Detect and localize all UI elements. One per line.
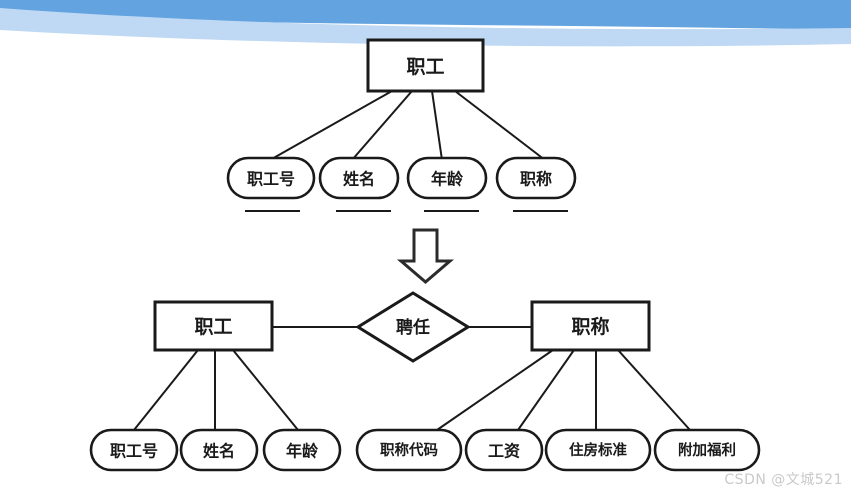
attribute-salary-label: 工资 — [488, 442, 520, 461]
connector-left-entity-to-attr-3 — [232, 349, 299, 431]
top-diagram-group: 职工 职工号 姓名 年龄 职称 — [226, 38, 577, 212]
entity-job-title[interactable]: 职称 — [530, 300, 651, 352]
entity-employee-bottom[interactable]: 职工 — [153, 300, 274, 352]
bottom-left-connector-lines — [133, 349, 299, 431]
entity-employee-top-label: 职工 — [406, 56, 444, 78]
connector-top-to-attr-1 — [269, 90, 393, 161]
attribute-ellipse-shape — [226, 156, 316, 200]
attribute-name-top[interactable]: 姓名 — [318, 156, 400, 212]
transform-arrow-down-icon — [396, 228, 455, 284]
attribute-employee-id-top-label: 职工号 — [247, 170, 295, 189]
connector-right-entity-to-attr-1 — [436, 349, 554, 431]
relationship-appointment[interactable]: 聘任 — [355, 291, 471, 363]
attribute-name-bottom-label: 姓名 — [203, 442, 235, 461]
attribute-age-top[interactable]: 年龄 — [406, 156, 488, 212]
bottom-diagram-group: 职工 聘任 职称 职工号 姓名 年龄 — [89, 291, 761, 472]
attribute-ellipse-shape — [544, 428, 652, 472]
attribute-title-code-label: 职称代码 — [380, 441, 438, 459]
attribute-ellipse-shape — [262, 428, 342, 472]
connector-top-to-attr-3 — [431, 90, 443, 161]
connector-left-entity-to-attr-1 — [133, 349, 199, 431]
csdn-watermark: CSDN @文城521 — [724, 472, 843, 488]
attribute-extra-benefits-label: 附加福利 — [678, 441, 736, 459]
connector-top-to-attr-2 — [351, 90, 413, 161]
entity-box-shape — [530, 300, 651, 352]
connector-right-entity-to-attr-2 — [517, 349, 575, 431]
attribute-ellipse-shape — [653, 428, 761, 472]
connector-right-entity-to-attr-4 — [617, 349, 691, 431]
entity-box-shape — [153, 300, 274, 352]
attribute-ellipse-shape — [179, 428, 259, 472]
attribute-employee-id-bottom-label: 职工号 — [110, 442, 158, 461]
entity-box-shape — [366, 38, 485, 93]
entity-job-title-label: 职称 — [571, 315, 609, 338]
attribute-title-code[interactable]: 职称代码 — [355, 428, 463, 472]
attribute-age-bottom[interactable]: 年龄 — [262, 428, 342, 472]
attribute-title-top-label: 职称 — [520, 170, 552, 189]
attribute-housing-standard-label: 住房标准 — [569, 441, 627, 459]
arrow-shape — [396, 228, 455, 284]
attribute-employee-id-top[interactable]: 职工号 — [226, 156, 316, 212]
attribute-employee-id-bottom[interactable]: 职工号 — [89, 428, 179, 472]
entity-employee-top[interactable]: 职工 — [366, 38, 485, 93]
attribute-age-top-label: 年龄 — [431, 170, 464, 189]
attribute-title-top[interactable]: 职称 — [495, 156, 577, 212]
attribute-ellipse-shape — [89, 428, 179, 472]
bottom-right-connector-lines — [436, 349, 691, 431]
attribute-name-bottom[interactable]: 姓名 — [179, 428, 259, 472]
relationship-diamond-shape — [355, 291, 471, 363]
attribute-ellipse-shape — [406, 156, 488, 200]
top-connector-lines — [269, 90, 546, 161]
attribute-salary[interactable]: 工资 — [464, 428, 544, 472]
attribute-housing-standard[interactable]: 住房标准 — [544, 428, 652, 472]
attribute-ellipse-shape — [318, 156, 400, 200]
attribute-name-top-label: 姓名 — [343, 170, 375, 189]
attribute-ellipse-shape — [464, 428, 544, 472]
relationship-appointment-label: 聘任 — [396, 317, 430, 338]
entity-employee-bottom-label: 职工 — [194, 316, 232, 338]
connector-top-to-attr-4 — [454, 90, 546, 161]
attribute-ellipse-shape — [355, 428, 463, 472]
attribute-ellipse-shape — [495, 156, 577, 200]
attribute-extra-benefits[interactable]: 附加福利 — [653, 428, 761, 472]
attribute-age-bottom-label: 年龄 — [286, 442, 319, 461]
